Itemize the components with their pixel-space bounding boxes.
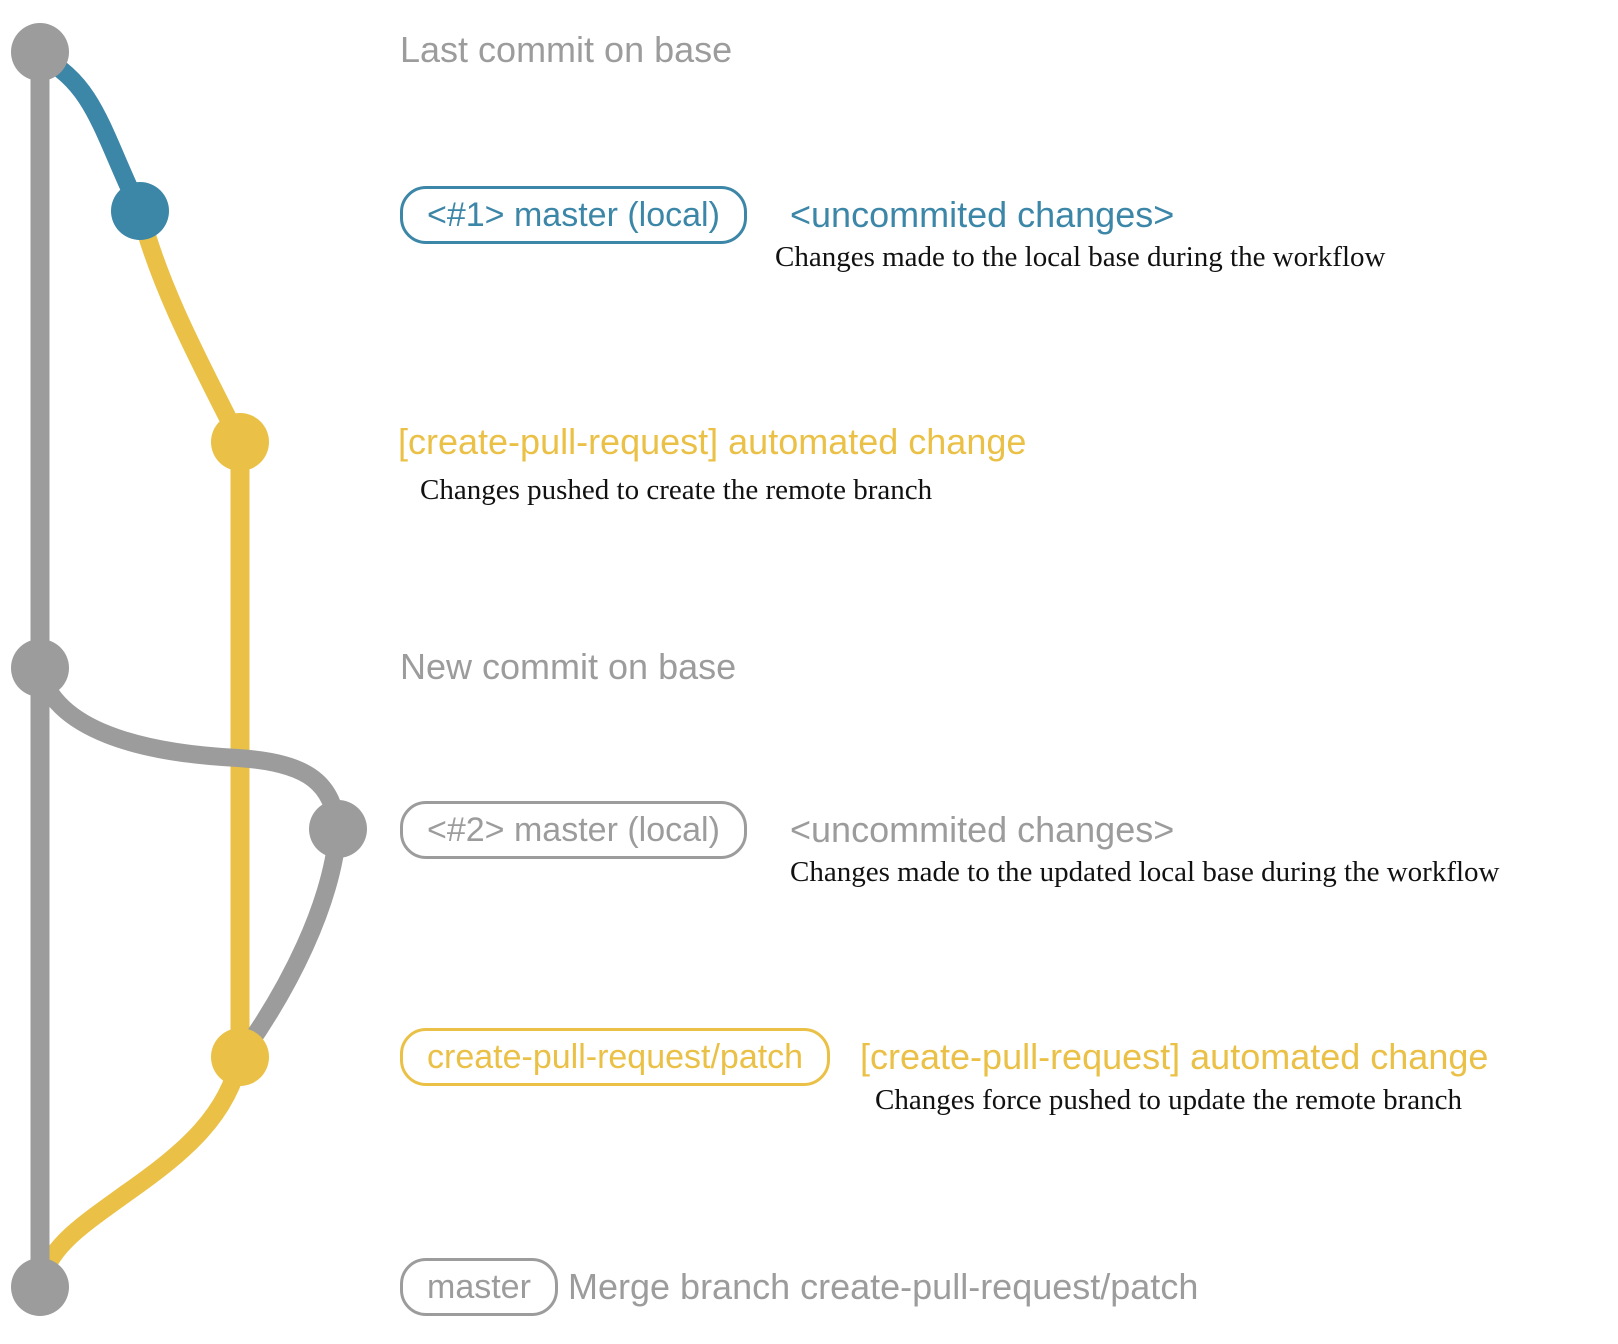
commit-message-uncommitted-1: <uncommited changes> — [790, 194, 1175, 235]
caption-local-changes-1: Changes made to the local base during th… — [775, 241, 1386, 273]
rebase-curve — [231, 820, 347, 1066]
label-new-commit-on-base: New commit on base — [400, 646, 737, 687]
branch-badge-master: master — [400, 1258, 558, 1316]
commit-node-uncommitted-2 — [309, 800, 367, 858]
branch-badge-master-local-2: <#2> master (local) — [400, 801, 747, 859]
commit-node-automated-1 — [211, 413, 269, 471]
branch-badge-label: <#2> master (local) — [427, 810, 720, 849]
branch-badge-create-pull-request-patch: create-pull-request/patch — [400, 1028, 831, 1086]
caption-local-changes-2: Changes made to the updated local base d… — [790, 856, 1500, 888]
commit-message-automated-2: [create-pull-request] automated change — [860, 1036, 1489, 1077]
label-last-commit-on-base: Last commit on base — [400, 29, 733, 70]
branch-badge-master-local-1: <#1> master (local) — [400, 186, 747, 244]
caption-push-remote-branch: Changes pushed to create the remote bran… — [420, 474, 933, 506]
commit-node-automated-2 — [211, 1028, 269, 1086]
commit-message-automated-1: [create-pull-request] automated change — [398, 421, 1027, 462]
commit-node-uncommitted-1 — [111, 182, 169, 240]
commit-node-last-base — [11, 23, 69, 81]
base-update-curve — [31, 661, 347, 838]
branch-badge-label: master — [427, 1267, 531, 1306]
commit-message-merge: Merge branch create-pull-request/patch — [568, 1266, 1199, 1307]
caption-force-push-remote-branch: Changes force pushed to update the remot… — [875, 1084, 1463, 1116]
commit-node-new-base — [11, 639, 69, 697]
pr-branch-curve-top — [131, 202, 249, 451]
commit-graph — [11, 23, 367, 1316]
commit-message-uncommitted-2: <uncommited changes> — [790, 809, 1175, 850]
pr-branch-merge-curve — [31, 1048, 249, 1296]
branch-badge-label: create-pull-request/patch — [427, 1037, 804, 1076]
commit-node-merge — [11, 1258, 69, 1316]
branch-badge-label: <#1> master (local) — [427, 195, 720, 234]
